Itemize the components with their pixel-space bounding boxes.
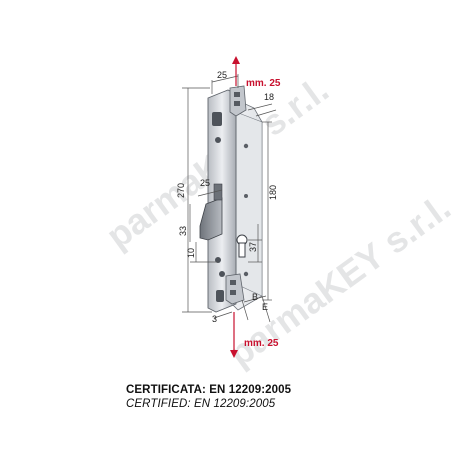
travel-arrow-down: mm. 25 <box>230 312 279 358</box>
watermark: parmaKEY s.r.l. parmaKEY s.r.l. <box>99 68 458 374</box>
dim-e: E <box>262 302 268 312</box>
dimension-lines <box>182 74 277 323</box>
dim-33: 33 <box>178 226 188 236</box>
dim-180: 180 <box>268 185 278 200</box>
dim-18: 18 <box>264 92 274 102</box>
certification-line-1: CERTIFICATA: EN 12209:2005 <box>126 384 292 396</box>
travel-up-label: mm. 25 <box>246 78 281 89</box>
hook-bolt-bottom <box>225 273 245 305</box>
latch <box>199 183 223 241</box>
dimension-labels: 270 25 18 180 25 33 10 37 3 B E <box>176 70 278 324</box>
dim-10: 10 <box>186 248 196 258</box>
travel-arrow-up: mm. 25 <box>232 56 281 89</box>
dim-37: 37 <box>248 242 258 252</box>
travel-down-label: mm. 25 <box>244 338 279 349</box>
cylinder-hole <box>236 234 248 258</box>
dim-b: B <box>252 292 258 302</box>
certification-line-2: CERTIFIED: EN 12209:2005 <box>126 398 276 410</box>
dim-25-latch: 25 <box>200 178 210 188</box>
dim-270: 270 <box>176 183 186 198</box>
dim-25-top: 25 <box>217 70 227 80</box>
dim-3: 3 <box>212 314 217 324</box>
hook-bolt-top <box>229 85 247 117</box>
